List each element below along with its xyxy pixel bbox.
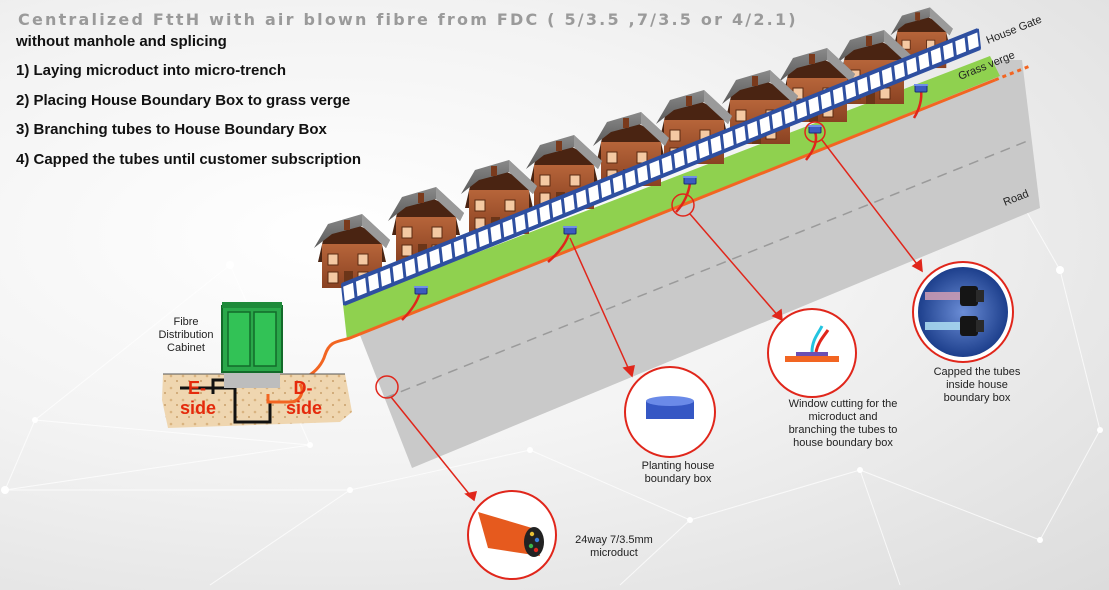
fence-picket bbox=[389, 265, 395, 285]
fence-picket bbox=[352, 279, 358, 300]
window-cutting-label: Window cutting for the microduct and bra… bbox=[788, 398, 898, 449]
boundary-boxes bbox=[401, 83, 929, 321]
fence-picket bbox=[646, 162, 652, 182]
e-side-label: E-side bbox=[180, 378, 217, 418]
diagram-title: Centralized FttH with air blown fibre fr… bbox=[18, 10, 798, 29]
fence-picket bbox=[499, 221, 505, 241]
fence-picket bbox=[475, 230, 481, 251]
fence-picket bbox=[634, 167, 640, 187]
cabinet-label: Fibre Distribution Cabinet bbox=[158, 316, 214, 354]
fence-picket bbox=[523, 211, 529, 231]
fence-picket bbox=[731, 127, 737, 147]
fence-picket bbox=[511, 216, 517, 236]
fence-picket bbox=[793, 103, 799, 123]
fence-picket bbox=[621, 172, 627, 191]
fence-picket bbox=[462, 235, 468, 255]
fence-picket bbox=[903, 59, 909, 78]
fence-picket bbox=[915, 54, 921, 73]
microduct-detail-icon bbox=[467, 490, 557, 580]
fence-picket bbox=[952, 39, 958, 59]
capped-tubes-icon bbox=[912, 261, 1014, 363]
capped-label: Capped the tubes inside house boundary b… bbox=[933, 366, 1021, 404]
fence-picket bbox=[841, 83, 847, 103]
fence-picket bbox=[487, 225, 493, 246]
fence-picket bbox=[426, 250, 432, 270]
fence-picket bbox=[756, 118, 762, 137]
fence-picket bbox=[927, 49, 933, 68]
step-item-2: 2) Placing House Boundary Box to grass v… bbox=[16, 91, 351, 109]
fence-picket bbox=[890, 64, 896, 83]
diagram-subtitle: without manhole and splicing bbox=[16, 33, 227, 50]
fence-picket bbox=[829, 88, 835, 108]
fence-picket bbox=[878, 69, 884, 88]
callout-lines bbox=[375, 121, 923, 502]
fence-picket bbox=[817, 93, 823, 113]
fence-picket bbox=[719, 132, 725, 152]
fence-picket bbox=[805, 98, 811, 118]
road-centre-line bbox=[384, 139, 1031, 399]
road bbox=[347, 60, 1040, 468]
fence-picket bbox=[536, 206, 542, 226]
fence-picket bbox=[438, 245, 444, 265]
fence-picket bbox=[364, 275, 370, 295]
step-item-1: 1) Laying microduct into micro-trench bbox=[16, 62, 287, 79]
fence-picket bbox=[707, 137, 713, 157]
fence-picket bbox=[780, 108, 786, 127]
planting-box-icon bbox=[624, 366, 716, 458]
fence-picket bbox=[413, 255, 419, 275]
step-item-4: 4) Capped the tubes until customer subsc… bbox=[16, 150, 362, 168]
house-gate-label: House Gate bbox=[985, 14, 1044, 47]
house-gate-fence bbox=[340, 28, 982, 306]
steps-list: 1) Laying microduct into micro-trench 2)… bbox=[16, 62, 361, 180]
fence-picket bbox=[548, 201, 554, 221]
fence-picket bbox=[695, 142, 701, 162]
fence-picket bbox=[682, 147, 688, 167]
fence-picket bbox=[768, 113, 774, 132]
planting-label: Planting house boundary box bbox=[641, 460, 715, 485]
microduct-label: 24way 7/3.5mm microduct bbox=[575, 534, 653, 559]
fence-picket bbox=[854, 78, 860, 98]
fibre-distribution-cabinet-icon bbox=[221, 302, 283, 388]
fence-picket bbox=[939, 44, 945, 63]
grass-verge bbox=[343, 56, 1000, 340]
fence-picket bbox=[866, 73, 872, 93]
fence-picket bbox=[609, 176, 615, 196]
step-item-3: 3) Branching tubes to House Boundary Box bbox=[16, 121, 327, 138]
d-side-label: D-side bbox=[286, 378, 323, 418]
fence-picket bbox=[450, 240, 456, 260]
fence-picket bbox=[401, 260, 407, 280]
fence-picket bbox=[560, 196, 566, 216]
fence-picket bbox=[572, 191, 578, 211]
fence-picket bbox=[964, 34, 970, 54]
fence-picket bbox=[377, 270, 383, 290]
window-cutting-icon bbox=[767, 308, 857, 398]
fence-picket bbox=[597, 181, 603, 201]
fence-picket bbox=[585, 186, 591, 206]
fence-picket bbox=[670, 152, 676, 172]
fence-picket bbox=[658, 157, 664, 177]
fence-picket bbox=[744, 123, 750, 142]
